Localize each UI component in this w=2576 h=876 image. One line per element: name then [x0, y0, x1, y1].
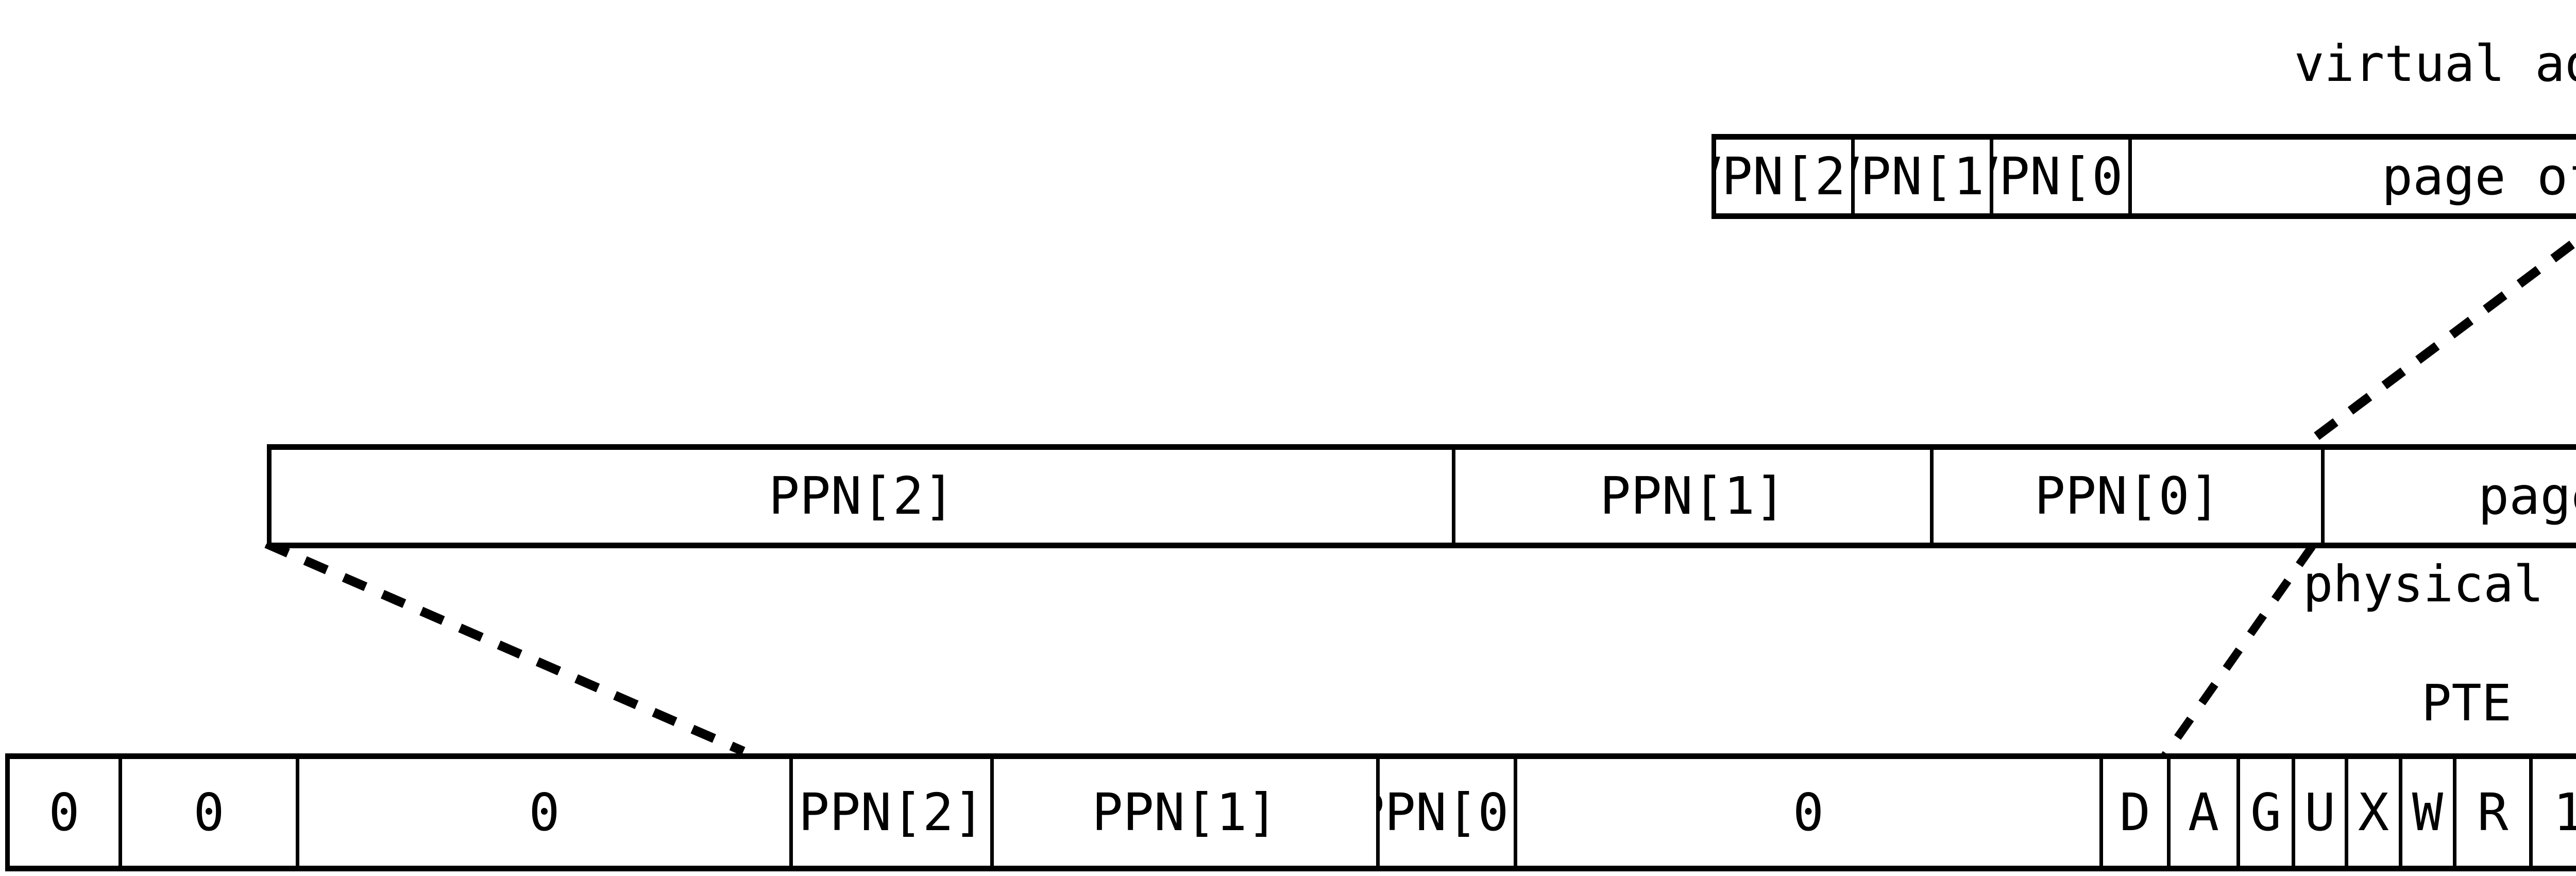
page-offset-left-leader	[2301, 235, 2576, 446]
pte-field-reserved-0b: 0	[122, 759, 299, 866]
pte-field-ppn2: PPN[2]	[793, 759, 994, 866]
pte-field-reserved-0a: 0	[10, 759, 122, 866]
pa-field-page-offset: page offset	[2478, 466, 2576, 526]
pte-field-ppn1: PPN[1]	[994, 759, 1380, 866]
physical-address-bitfield: PPN[2] PPN[1] PPN[0] page offset	[267, 444, 2576, 548]
pte-flag-user: U	[2295, 759, 2348, 866]
ppn-left-leader	[264, 544, 745, 756]
va-field-vpn2: VPN[2]	[1716, 140, 1855, 213]
va-field-vpn1: VPN[1]	[1855, 140, 1994, 213]
pte-field-rsw-0: 0	[1517, 759, 2103, 866]
pte-flag-write: W	[2402, 759, 2456, 866]
virtual-address-label: virtual address	[2294, 35, 2576, 93]
pte-flag-accessed: A	[2171, 759, 2240, 866]
pte-bitfield: 0 0 0 PPN[2] PPN[1] PPN[0] 0 D A G U X W…	[5, 753, 2576, 871]
pte-flag-dirty: D	[2103, 759, 2171, 866]
va-field-vpn0: VPN[0]	[1993, 140, 2132, 213]
virtual-address-bitfield: VPN[2] VPN[1] VPN[0] page offset	[1711, 134, 2576, 219]
pte-field-reserved-0c: 0	[299, 759, 793, 866]
pte-flag-read: R	[2456, 759, 2533, 866]
pa-field-ppn0: PPN[0]	[1934, 450, 2325, 543]
va-field-page-offset: page offset	[2381, 146, 2576, 207]
ppn-right-leader	[2161, 546, 2316, 757]
pte-label: PTE	[2421, 674, 2512, 732]
pte-flag-execute: X	[2348, 759, 2402, 866]
pa-field-ppn2: PPN[2]	[272, 450, 1456, 543]
pa-field-ppn1: PPN[1]	[1455, 450, 1934, 543]
pte-field-ppn0: PPN[0]	[1380, 759, 1517, 866]
pte-flag-valid: 1	[2553, 782, 2576, 843]
physical-address-label: physical address	[2303, 555, 2576, 613]
pte-flag-global: G	[2240, 759, 2295, 866]
